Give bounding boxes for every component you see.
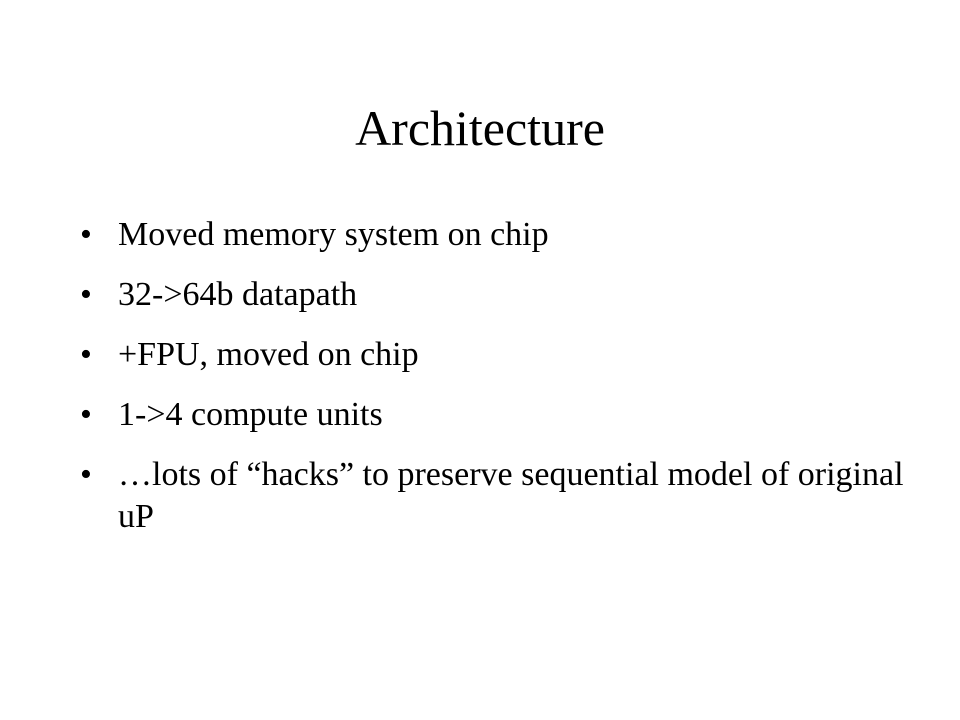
bullet-item: • …lots of “hacks” to preserve sequentia… bbox=[80, 454, 920, 538]
bullet-text: …lots of “hacks” to preserve sequential … bbox=[118, 456, 904, 535]
bullet-item: • Moved memory system on chip bbox=[80, 214, 920, 256]
bullet-icon: • bbox=[80, 276, 92, 313]
bullet-icon: • bbox=[80, 216, 92, 253]
bullet-item: • +FPU, moved on chip bbox=[80, 334, 920, 376]
bullet-icon: • bbox=[80, 396, 92, 433]
bullet-text: Moved memory system on chip bbox=[118, 216, 549, 253]
bullet-text: 32->64b datapath bbox=[118, 276, 358, 313]
bullet-icon: • bbox=[80, 336, 92, 373]
bullet-icon: • bbox=[80, 456, 92, 493]
bullet-item: • 32->64b datapath bbox=[80, 274, 920, 316]
slide-title: Architecture bbox=[355, 100, 605, 156]
bullet-item: • 1->4 compute units bbox=[80, 394, 920, 436]
bullet-list: • Moved memory system on chip • 32->64b … bbox=[80, 214, 920, 556]
bullet-text: 1->4 compute units bbox=[118, 396, 383, 433]
bullet-text: +FPU, moved on chip bbox=[118, 336, 419, 373]
